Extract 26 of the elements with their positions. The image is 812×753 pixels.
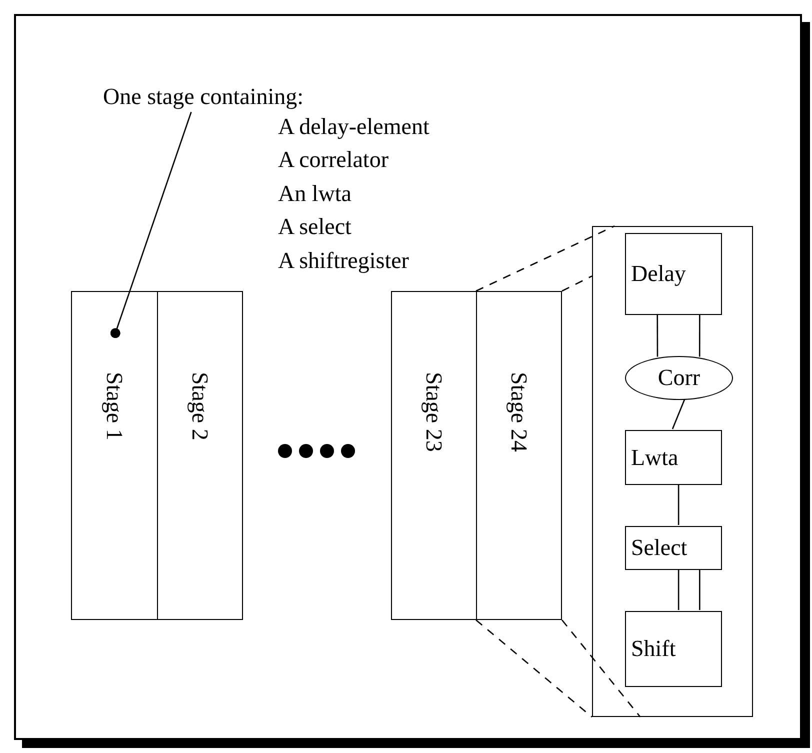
list-item-text: A delay-element: [278, 114, 430, 140]
connector-line: [699, 569, 700, 610]
connector-line: [678, 569, 680, 610]
connector-line: [678, 484, 680, 525]
process-box: Lwta: [625, 430, 722, 485]
list-item-text: A shiftregister: [278, 248, 409, 274]
stage-box: Stage 1: [71, 291, 158, 620]
connector-line: [698, 314, 700, 357]
connector-line: [672, 398, 686, 430]
delay-box: Delay: [625, 233, 722, 315]
callout-text: One stage containing:: [103, 84, 313, 112]
detail-panel: [592, 226, 753, 717]
list-item-text: A select: [278, 214, 352, 240]
stage-box: Stage 24: [476, 291, 562, 620]
leader-line: [110, 112, 192, 338]
projection-line: [476, 620, 592, 718]
list-item-text: An lwta: [278, 181, 352, 206]
stage-box: Stage 23: [391, 291, 477, 620]
projection-line: [562, 276, 592, 292]
list-item-text: A correlator: [278, 147, 388, 172]
stage-box: Stage 2: [157, 291, 243, 620]
process-box: Shift: [625, 611, 722, 687]
projection-line: [562, 620, 641, 718]
projection-line: [476, 225, 615, 292]
connector-line: [656, 314, 658, 357]
process-box: Select: [625, 526, 722, 570]
